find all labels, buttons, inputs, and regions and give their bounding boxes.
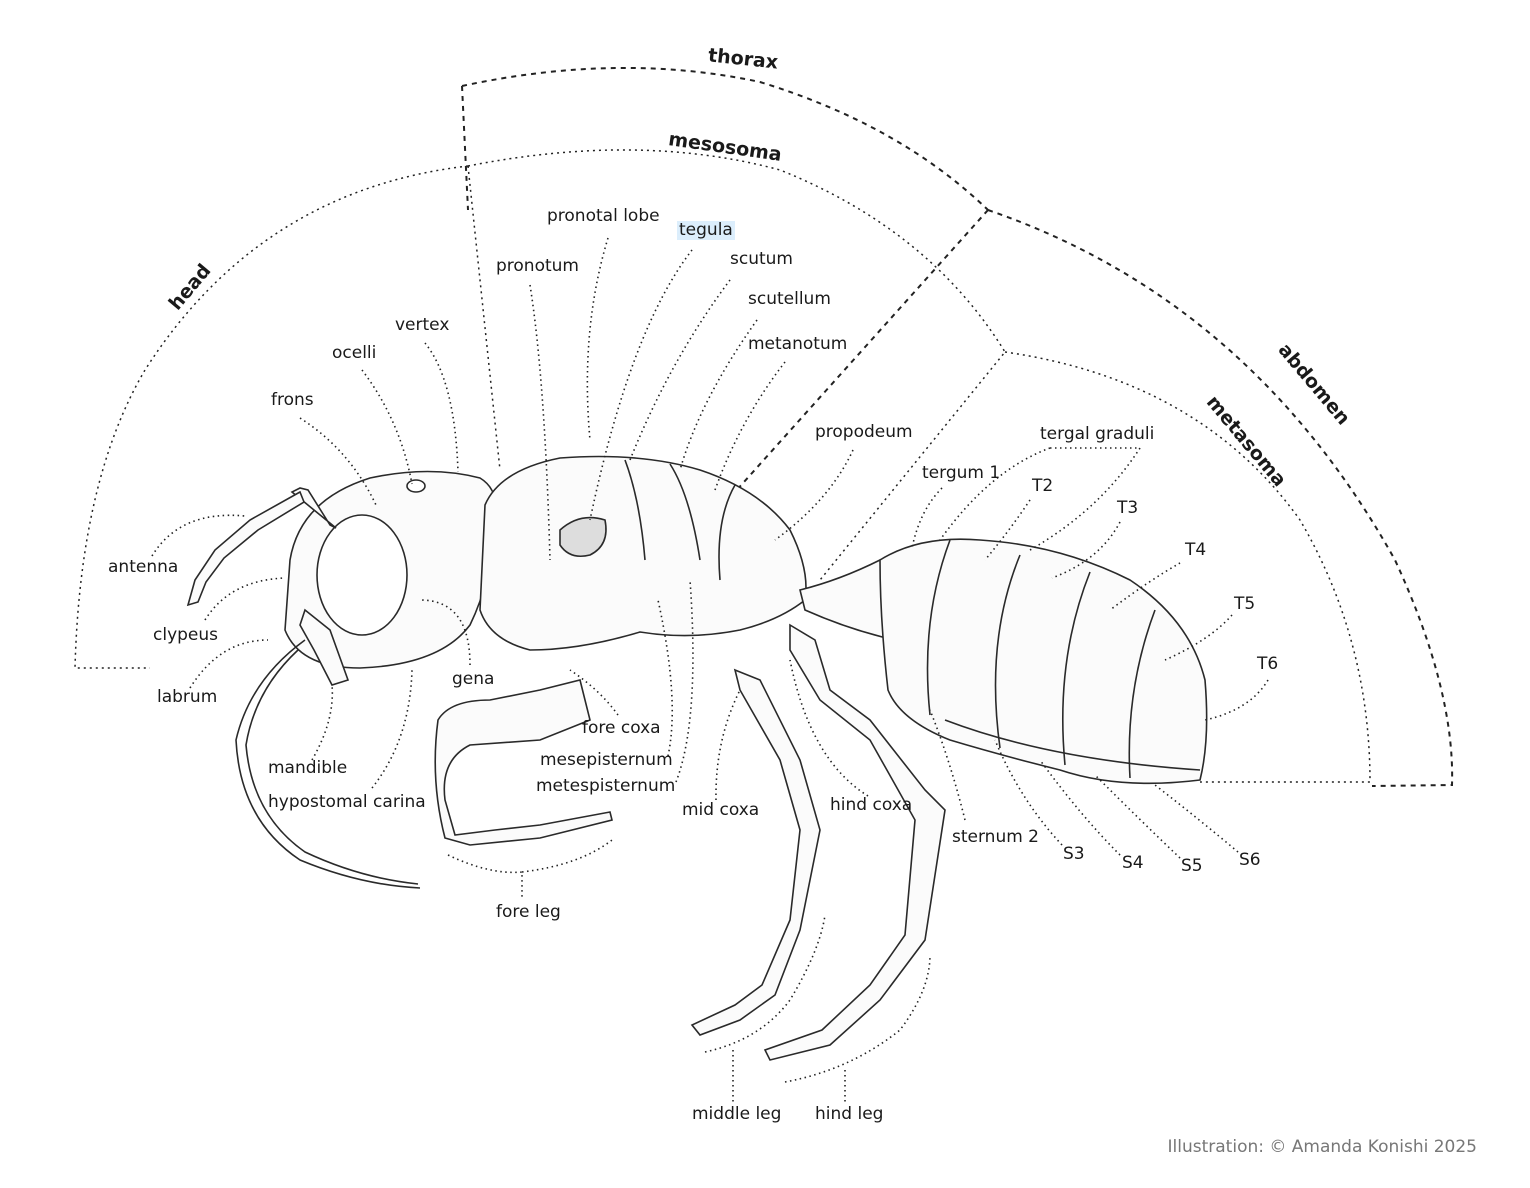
leader-vertex [424, 342, 459, 473]
leader-s3 [994, 739, 1063, 846]
label-frons: frons [271, 390, 314, 410]
label-fore-coxa: fore coxa [582, 718, 661, 738]
label-s5: S5 [1181, 856, 1203, 876]
leader-hind-coxa [789, 659, 869, 797]
leader-metespisternum [675, 579, 694, 783]
region-brackets [74, 66, 1454, 787]
label-vertex: vertex [395, 315, 450, 335]
label-metespisternum: metespisternum [536, 776, 676, 796]
leader-ocelli [361, 369, 413, 485]
illustration-credit: Illustration: © Amanda Konishi 2025 [1167, 1137, 1477, 1157]
leader-pronotal-lobe [586, 237, 609, 441]
leader-metanotum [714, 361, 786, 491]
compound-eye [316, 514, 408, 636]
leader-antenna [151, 514, 246, 557]
leader-scutellum [679, 319, 758, 471]
scutellum-line [669, 463, 701, 561]
label-mid-coxa: mid coxa [682, 800, 760, 820]
label-clypeus: clypeus [153, 625, 219, 645]
head-bracket [74, 165, 469, 669]
leader-gena [419, 599, 471, 666]
metasoma-bracket [1004, 351, 1371, 783]
label-metanotum: metanotum [748, 334, 848, 354]
thorax-bracket [461, 66, 989, 211]
middle-leg-shape [690, 668, 821, 1036]
leader-lines [151, 237, 1269, 1102]
leader-clypeus [204, 577, 286, 621]
tergum-suture-1 [926, 539, 951, 716]
ocellus [406, 479, 426, 493]
label-t3: T3 [1117, 498, 1139, 518]
tergum-suture-4 [1128, 609, 1156, 779]
proboscis-inner [245, 649, 419, 885]
propodeum-thorax-divider [734, 209, 989, 493]
tergum-suture-2 [994, 554, 1021, 749]
leader-pronotum [529, 284, 551, 561]
label-gena: gena [452, 669, 495, 689]
label-antenna: antenna [108, 557, 179, 577]
label-sternum-2: sternum 2 [952, 827, 1040, 847]
leader-hypostomal-carina [371, 669, 413, 789]
leader-tergum-1 [911, 487, 943, 549]
label-tergum-1: tergum 1 [922, 463, 1001, 483]
label-fore-leg: fore leg [496, 902, 561, 922]
label-pronotum: pronotum [496, 256, 579, 276]
scutum-line [624, 459, 646, 561]
label-pronotal-lobe: pronotal lobe [547, 206, 660, 226]
metanotum-line [718, 484, 736, 581]
label-mesepisternum: mesepisternum [540, 750, 673, 770]
head-mesosoma-divider [467, 165, 501, 471]
leader-t3 [1051, 521, 1121, 579]
label-scutum: scutum [730, 249, 793, 269]
label-middle-leg: middle leg [692, 1104, 782, 1124]
insect-illustration [186, 455, 1208, 1061]
leader-hind-leg [784, 954, 931, 1102]
leader-fore-coxa [569, 669, 619, 716]
label-t5: T5 [1234, 594, 1256, 614]
leader-s5 [1094, 774, 1181, 859]
label-labrum: labrum [157, 687, 218, 707]
label-propodeum: propodeum [815, 422, 913, 442]
label-ocelli: ocelli [332, 343, 377, 363]
abdomen-bracket [987, 209, 1454, 787]
antenna-flagellum [186, 490, 305, 607]
label-t2: T2 [1032, 476, 1054, 496]
leader-propodeum [774, 449, 854, 541]
label-hind-leg: hind leg [815, 1104, 884, 1124]
mesosoma-bracket [467, 149, 1006, 581]
label-t6: T6 [1257, 654, 1279, 674]
leader-tergal-graduli [939, 447, 1141, 551]
label-hind-coxa: hind coxa [830, 795, 913, 815]
leader-t6 [1204, 679, 1269, 721]
label-t4: T4 [1185, 540, 1207, 560]
leader-middle-leg [704, 914, 826, 1102]
tergum-suture-3 [1062, 571, 1091, 766]
leader-s6 [1154, 784, 1239, 853]
proboscis [235, 639, 421, 889]
label-hypostomal-carina: hypostomal carina [268, 792, 426, 812]
tegula-shape [559, 516, 607, 558]
label-s3: S3 [1063, 844, 1085, 864]
label-tegula[interactable]: tegula [677, 220, 735, 240]
fore-leg-shape [434, 679, 613, 846]
leader-mid-coxa [715, 689, 741, 801]
label-scutellum: scutellum [748, 289, 831, 309]
mandible-shape [299, 608, 350, 686]
hind-leg-shape [763, 623, 946, 1061]
mesosoma-shape [479, 455, 807, 651]
leader-mandible [311, 684, 334, 761]
metasoma-shape [879, 538, 1208, 785]
label-s4: S4 [1122, 853, 1144, 873]
sternum-line [944, 719, 1201, 771]
leader-scutum [629, 279, 731, 461]
label-tergal-graduli: tergal graduli [1040, 424, 1155, 444]
leader-fore-leg [447, 839, 613, 898]
label-mandible: mandible [268, 758, 348, 778]
label-s6: S6 [1239, 850, 1261, 870]
leader-labrum [189, 639, 269, 689]
